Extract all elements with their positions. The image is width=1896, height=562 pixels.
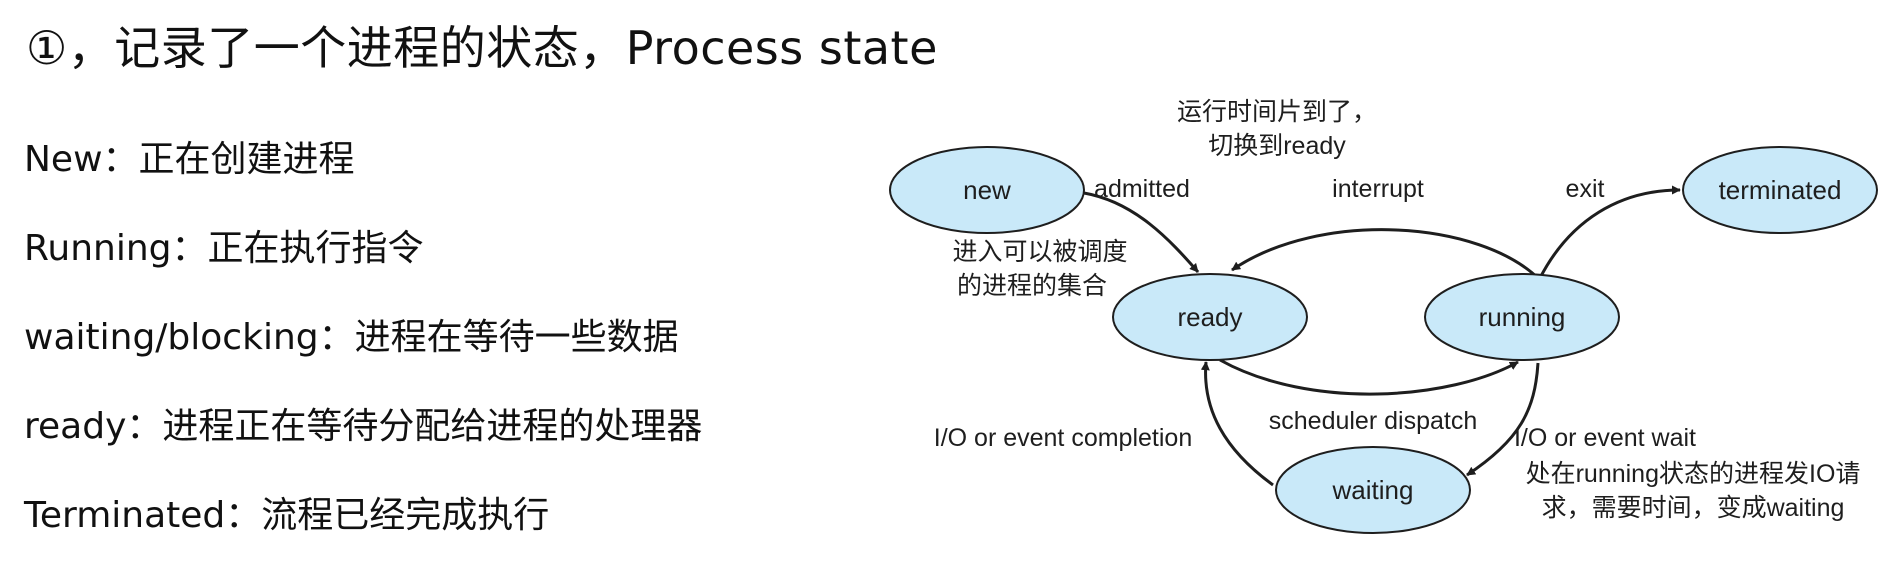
edge-io-wait — [1466, 362, 1540, 477]
note-interrupt-line-2: 切换到ready — [1208, 132, 1346, 160]
state-item-terminated: Terminated：流程已经完成执行 — [24, 486, 702, 562]
node-terminated-shape — [1682, 146, 1878, 234]
state-item-running: Running：正在执行指令 — [24, 219, 702, 308]
node-new-label: new — [963, 175, 1011, 205]
note-waiting-line-2: 求，需要时间，变成waiting — [1542, 494, 1845, 522]
edge-label-io-completion: I/O or event completion — [934, 424, 1192, 452]
state-name: New — [24, 139, 103, 180]
state-name: Terminated — [24, 495, 226, 536]
node-new: new — [889, 146, 1085, 234]
node-new-shape — [889, 146, 1085, 234]
state-name: Running — [24, 228, 172, 269]
note-ready-line-1: 进入可以被调度 — [952, 238, 1127, 266]
note-interrupt-line-1: 运行时间片到了， — [1177, 98, 1377, 126]
edge-label-scheduler-dispatch: scheduler dispatch — [1269, 407, 1477, 435]
state-description: 进程正在等待分配给进程的处理器 — [162, 406, 703, 447]
node-ready: ready — [1112, 273, 1308, 361]
edge-interrupt — [1231, 228, 1542, 282]
state-name: ready — [24, 406, 127, 447]
state-item-ready: ready：进程正在等待分配给进程的处理器 — [24, 397, 702, 486]
state-separator: ： — [225, 495, 262, 536]
node-running-shape — [1424, 273, 1620, 361]
node-ready-shape — [1112, 273, 1308, 361]
node-terminated-label: terminated — [1719, 175, 1842, 205]
node-running-label: running — [1479, 302, 1566, 332]
edge-scheduler-dispatch — [1219, 358, 1519, 396]
note-waiting-line-1: 处在running状态的进程发IO请 — [1526, 460, 1861, 488]
state-separator: ： — [171, 228, 208, 269]
state-separator: ： — [102, 139, 139, 180]
state-name: waiting/blocking — [24, 317, 319, 358]
edge-label-exit: exit — [1566, 175, 1605, 203]
node-waiting-shape — [1275, 446, 1471, 534]
process-state-list: New：正在创建进程 Running：正在执行指令 waiting/blocki… — [24, 130, 702, 562]
state-item-new: New：正在创建进程 — [24, 130, 702, 219]
node-waiting: waiting — [1275, 446, 1471, 534]
node-ready-label: ready — [1177, 302, 1242, 332]
edge-io-completion — [1200, 361, 1274, 487]
state-description: 正在执行指令 — [207, 228, 424, 269]
edge-label-admitted: admitted — [1094, 175, 1190, 203]
node-waiting-label: waiting — [1332, 475, 1414, 505]
edge-label-interrupt: interrupt — [1332, 175, 1424, 203]
note-ready-line-2: 的进程的集合 — [957, 272, 1107, 300]
edge-label-io-wait: I/O or event wait — [1514, 424, 1696, 452]
state-separator: ： — [126, 406, 163, 447]
state-description: 正在创建进程 — [138, 139, 355, 180]
edge-exit — [1538, 185, 1681, 279]
state-description: 流程已经完成执行 — [261, 495, 550, 536]
state-item-waiting: waiting/blocking：进程在等待一些数据 — [24, 308, 702, 397]
edge-admitted — [1083, 191, 1200, 273]
page-title: ①，记录了一个进程的状态，Process state — [26, 21, 938, 75]
node-terminated: terminated — [1682, 146, 1878, 234]
state-description: 进程在等待一些数据 — [354, 317, 679, 358]
process-state-diagram: new ready running terminated waiting adm… — [889, 98, 1878, 534]
node-running: running — [1424, 273, 1620, 361]
state-separator: ： — [318, 317, 355, 358]
